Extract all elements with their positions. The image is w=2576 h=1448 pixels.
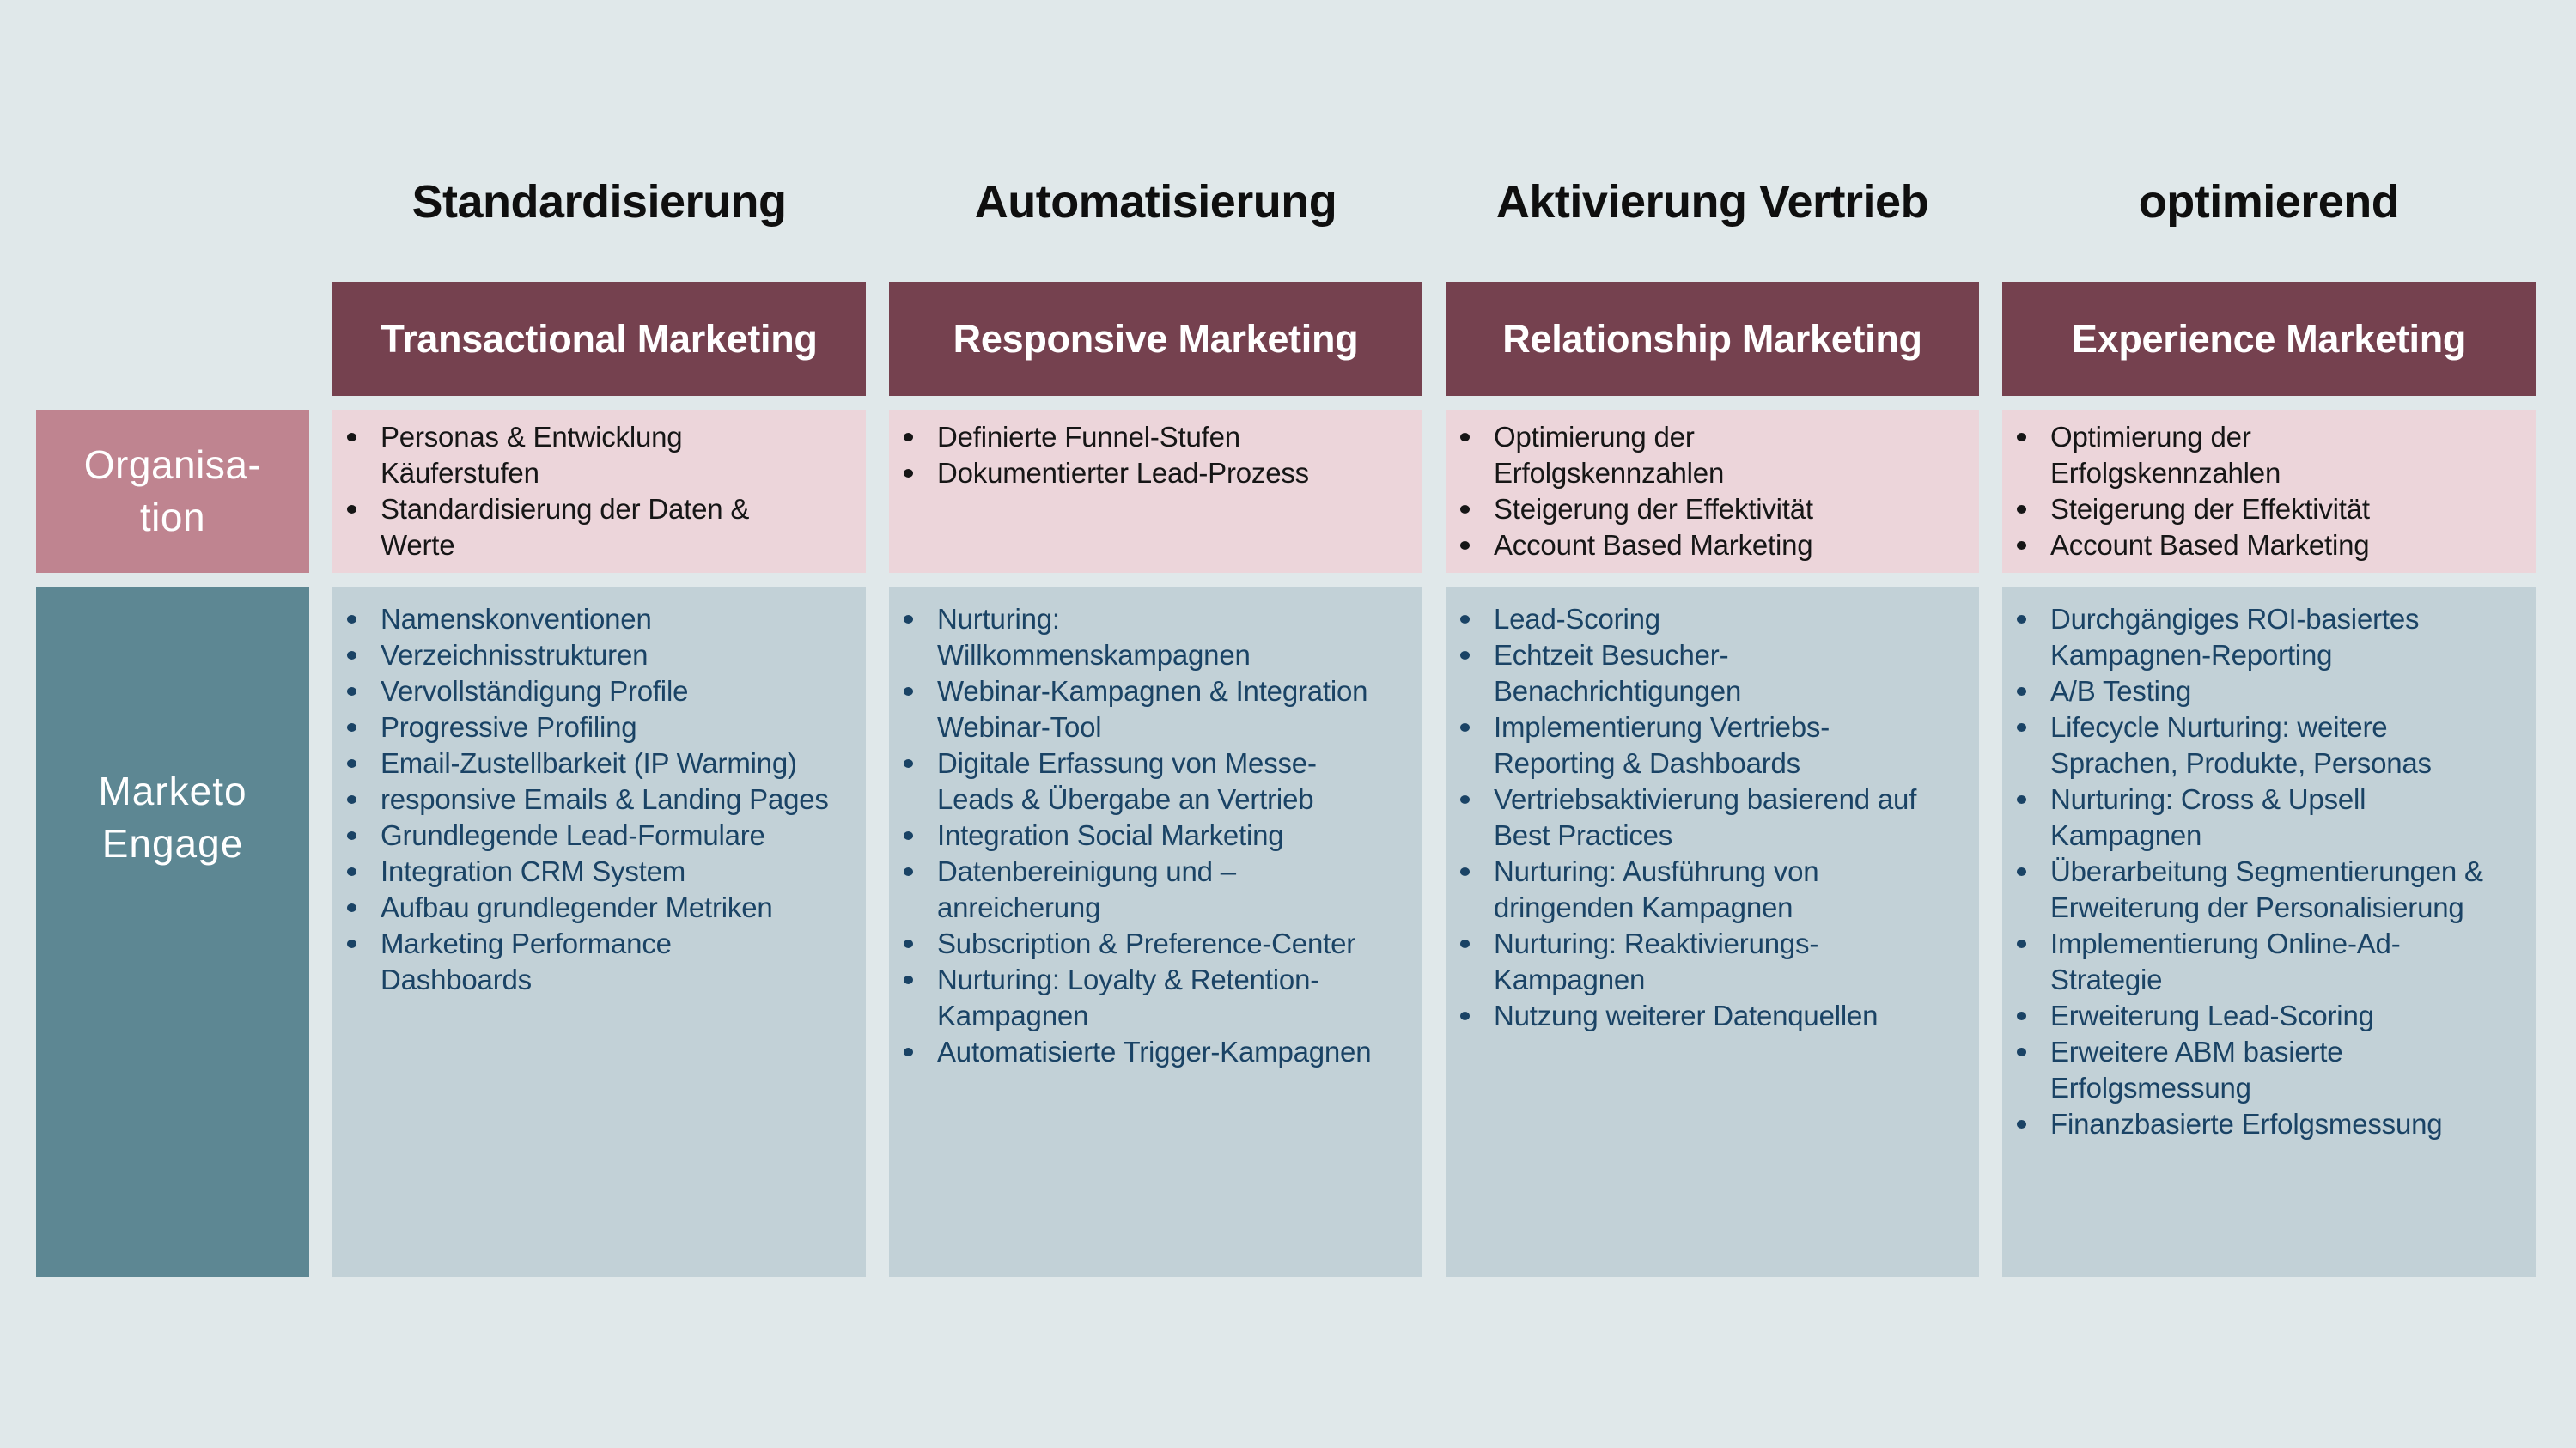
list-item: Durchgängiges ROI-basiertes Kampagnen-Re…	[2002, 601, 2530, 673]
marketo-cell-optimierend: Durchgängiges ROI-basiertes Kampagnen-Re…	[2002, 587, 2536, 1277]
list-item: Definierte Funnel-Stufen	[889, 419, 1417, 455]
list-item: Webinar-Kampagnen & Integration Webinar-…	[889, 673, 1417, 745]
list-item: Marketing Performance Dashboards	[332, 926, 861, 998]
list-item: Datenbereinigung und – anreicherung	[889, 854, 1417, 926]
list-item: A/B Testing	[2002, 673, 2530, 709]
list-item: Lead-Scoring	[1446, 601, 1974, 637]
list-item: responsive Emails & Landing Pages	[332, 782, 861, 818]
list-item: Automatisierte Trigger-Kampagnen	[889, 1034, 1417, 1070]
list-item: Account Based Marketing	[2002, 527, 2530, 563]
list-item: Lifecycle Nurturing: weitere Sprachen, P…	[2002, 709, 2530, 782]
list-item: Implementierung Vertriebs- Reporting & D…	[1446, 709, 1974, 782]
row-label-organisation: Organisa- tion	[36, 410, 309, 573]
list-item: Personas & Entwicklung Käuferstufen	[332, 419, 861, 491]
list-item: Vervollständigung Profile	[332, 673, 861, 709]
list-item: Dokumentierter Lead-Prozess	[889, 455, 1417, 491]
header-responsive-marketing: Responsive Marketing	[889, 282, 1422, 396]
list-item: Integration Social Marketing	[889, 818, 1417, 854]
phase-title-aktivierung-vertrieb: Aktivierung Vertrieb	[1495, 176, 1929, 228]
phase-title-optimierend: optimierend	[2138, 176, 2400, 228]
list-item: Namenskonventionen	[332, 601, 861, 637]
header-relationship-marketing: Relationship Marketing	[1446, 282, 1979, 396]
list-item: Echtzeit Besucher- Benachrichtigungen	[1446, 637, 1974, 709]
list-item: Implementierung Online-Ad- Strategie	[2002, 926, 2530, 998]
phase-title-standardisierung: Standardisierung	[411, 176, 787, 228]
list-item: Steigerung der Effektivität	[1446, 491, 1974, 527]
list-item: Grundlegende Lead-Formulare	[332, 818, 861, 854]
list-item: Progressive Profiling	[332, 709, 861, 745]
list-item: Finanzbasierte Erfolgsmessung	[2002, 1106, 2530, 1142]
list-item: Integration CRM System	[332, 854, 861, 890]
maturity-model-grid: Standardisierung Automatisierung Aktivie…	[36, 0, 2536, 1277]
list-item: Steigerung der Effektivität	[2002, 491, 2530, 527]
list-item: Standardisierung der Daten & Werte	[332, 491, 861, 563]
list-item: Account Based Marketing	[1446, 527, 1974, 563]
row-label-marketo-engage: Marketo Engage	[36, 587, 309, 1277]
list-item: Aufbau grundlegender Metriken	[332, 890, 861, 926]
list-item: Erweiterung Lead-Scoring	[2002, 998, 2530, 1034]
list-item: Überarbeitung Segmentierungen & Erweiter…	[2002, 854, 2530, 926]
list-item: Vertriebsaktivierung basierend auf Best …	[1446, 782, 1974, 854]
marketo-list: Durchgängiges ROI-basiertes Kampagnen-Re…	[2002, 601, 2530, 1142]
list-item: Nurturing: Loyalty & Retention-Kampagnen	[889, 962, 1417, 1034]
list-item: Subscription & Preference-Center	[889, 926, 1417, 962]
list-item: Nutzung weiterer Datenquellen	[1446, 998, 1974, 1034]
list-item: Email-Zustellbarkeit (IP Warming)	[332, 745, 861, 782]
list-item: Nurturing: Reaktivierungs- Kampagnen	[1446, 926, 1974, 998]
phase-title-automatisierung: Automatisierung	[974, 176, 1337, 228]
header-experience-marketing: Experience Marketing	[2002, 282, 2536, 396]
header-transactional-marketing: Transactional Marketing	[332, 282, 866, 396]
list-item: Erweitere ABM basierte Erfolgsmessung	[2002, 1034, 2530, 1106]
list-item: Nurturing: Cross & Upsell Kampagnen	[2002, 782, 2530, 854]
list-item: Nurturing: Willkommenskampagnen	[889, 601, 1417, 673]
list-item: Optimierung der Erfolgskennzahlen	[1446, 419, 1974, 491]
list-item: Optimierung der Erfolgskennzahlen	[2002, 419, 2530, 491]
list-item: Nurturing: Ausführung von dringenden Kam…	[1446, 854, 1974, 926]
list-item: Digitale Erfassung von Messe- Leads & Üb…	[889, 745, 1417, 818]
list-item: Verzeichnisstrukturen	[332, 637, 861, 673]
